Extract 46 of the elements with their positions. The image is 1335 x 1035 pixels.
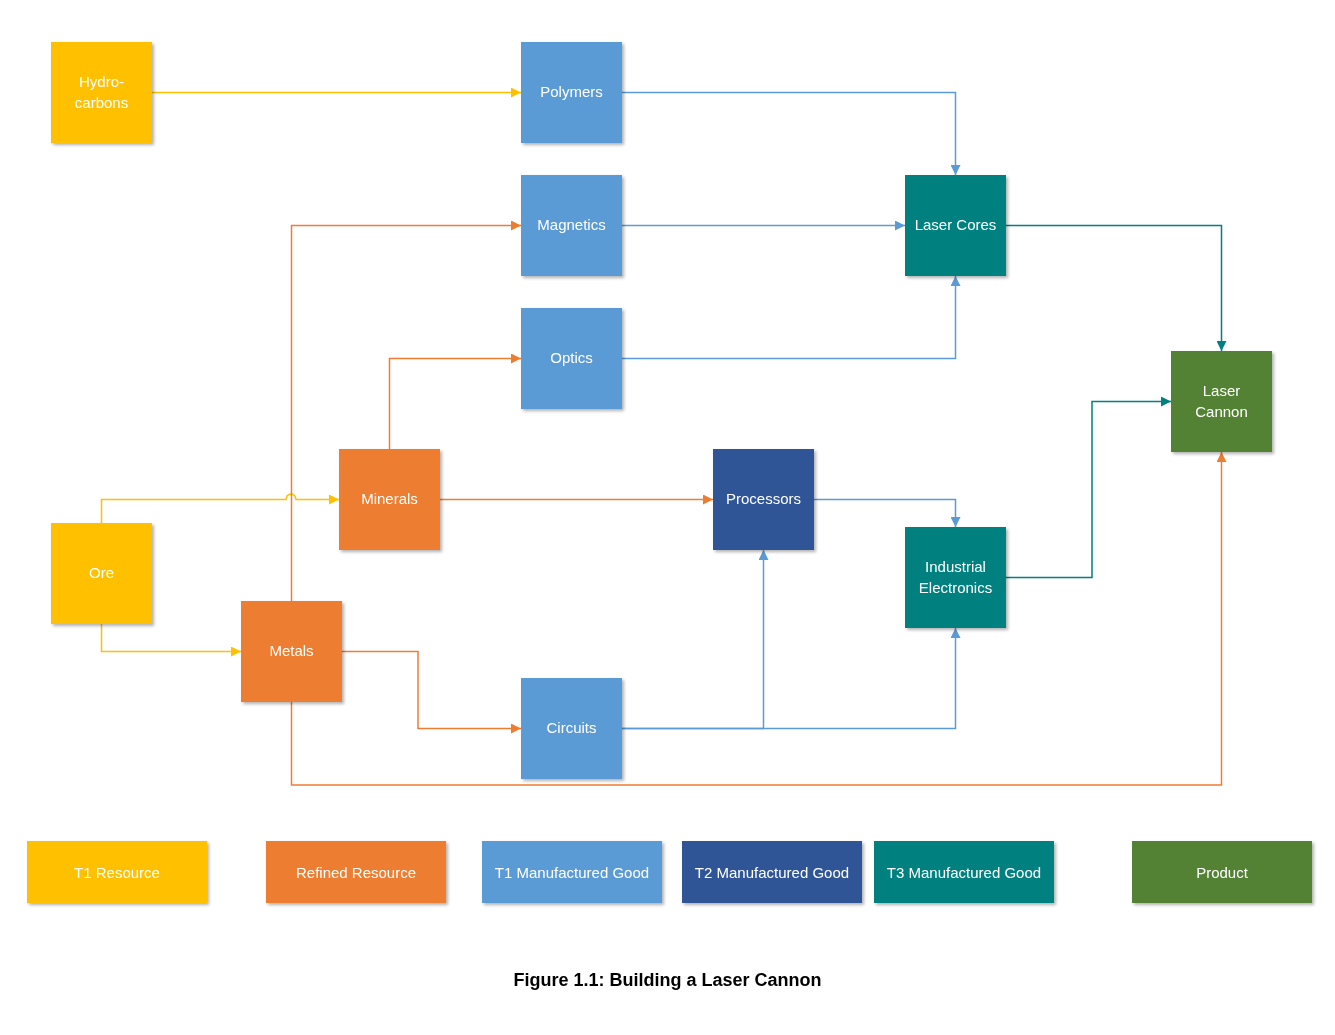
node-label: Industrial Electronics <box>917 557 994 598</box>
process-box <box>51 42 152 143</box>
legend-label: T2 Manufactured Good <box>694 863 850 881</box>
arrow <box>290 451 1227 786</box>
arrow <box>290 220 522 602</box>
arrow <box>813 498 961 528</box>
arrow <box>621 91 961 176</box>
process-box <box>713 449 814 550</box>
node-label: Hydro- carbons <box>73 72 130 113</box>
node-label: Laser Cannon <box>1194 381 1249 422</box>
arrow <box>1005 396 1172 579</box>
node-label: Laser Cores <box>914 215 997 236</box>
node-label: Processors <box>726 489 801 510</box>
process-box <box>521 308 622 409</box>
process-box <box>905 527 1006 628</box>
arrow <box>621 220 906 231</box>
node-label: Optics <box>550 348 593 369</box>
process-box <box>51 523 152 624</box>
node-label: Ore <box>89 563 114 584</box>
figure-caption: Figure 1.1: Building a Laser Cannon <box>513 970 822 991</box>
process-box <box>521 678 622 779</box>
arrow <box>151 87 522 98</box>
arrow <box>100 493 340 524</box>
process-box <box>521 42 622 143</box>
process-box <box>339 449 440 550</box>
legend-label: Refined Resource <box>295 863 417 881</box>
node-label: Polymers <box>540 82 603 103</box>
arrow <box>341 650 522 734</box>
arrow <box>439 494 714 505</box>
process-box <box>521 175 622 276</box>
arrow <box>1005 224 1227 352</box>
arrow <box>100 623 242 657</box>
legend-label: T1 Resource <box>74 863 160 881</box>
arrow <box>621 627 961 730</box>
node-label: Circuits <box>546 718 597 739</box>
process-box <box>905 175 1006 276</box>
arrow <box>621 275 961 360</box>
node-label: Minerals <box>361 489 418 510</box>
legend-label: T1 Manufactured Good <box>494 863 650 881</box>
legend-label: Product <box>1196 863 1248 881</box>
legend-label: T3 Manufactured Good <box>886 863 1042 881</box>
node-label: Magnetics <box>537 215 606 236</box>
arrow <box>388 353 522 450</box>
node-label: Metals <box>269 641 314 662</box>
process-box <box>241 601 342 702</box>
process-box <box>1171 351 1272 452</box>
